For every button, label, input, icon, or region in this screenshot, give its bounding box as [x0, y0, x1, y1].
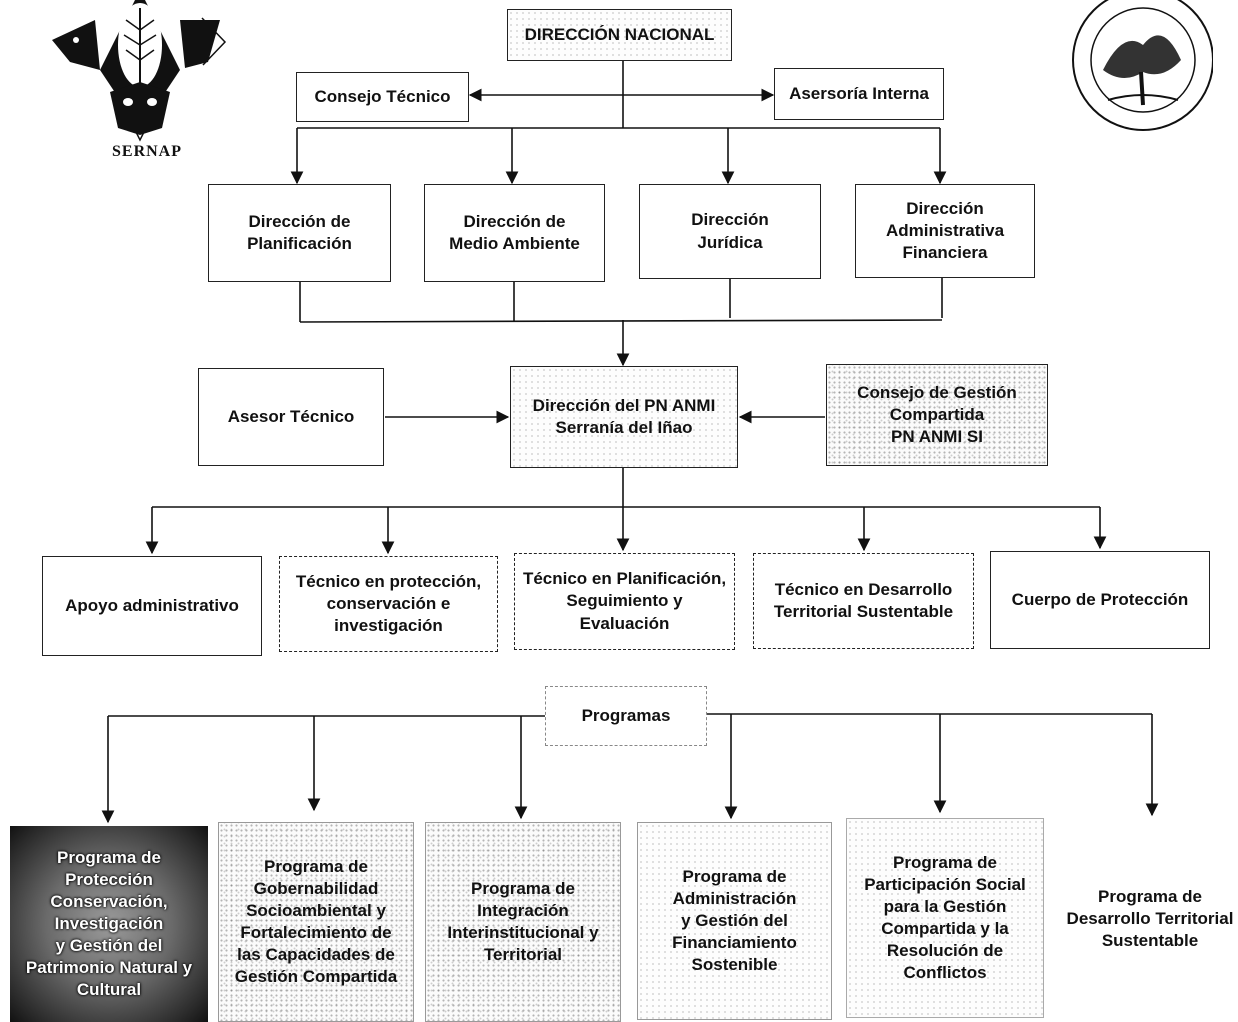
- tec-proteccion-box[interactable]: Técnico en protección, conservación e in…: [279, 556, 498, 652]
- dir-administrativa-box[interactable]: Dirección Administrativa Financiera: [855, 184, 1035, 278]
- programas-header[interactable]: Programas: [545, 686, 707, 746]
- tec-desarrollo-box[interactable]: Técnico en Desarrollo Territorial Susten…: [753, 553, 974, 649]
- consejo-tecnico-box[interactable]: Consejo Técnico: [296, 72, 469, 122]
- prog-desarrollo-box[interactable]: Programa de Desarrollo Territorial Suste…: [1062, 820, 1238, 1018]
- asesor-tecnico-label: Asesor Técnico: [227, 406, 355, 426]
- prog-administracion-label: Programa de Administración y Gestión del…: [672, 866, 797, 975]
- consejo-gestion-box[interactable]: Consejo de Gestión Compartida PN ANMI SI: [826, 364, 1048, 466]
- sernap-logo: SERNAP: [40, 0, 240, 160]
- merge-bus: [299, 319, 943, 323]
- sernap-caption: SERNAP: [112, 143, 183, 160]
- direccion-nacional-label: DIRECCIÓN NACIONAL: [524, 24, 715, 44]
- prog-desarrollo-label: Programa de Desarrollo Territorial Suste…: [1066, 886, 1234, 951]
- dir-juridica-box[interactable]: Dirección Jurídica: [639, 184, 821, 279]
- cuerpo-proteccion-box[interactable]: Cuerpo de Protección: [990, 551, 1210, 649]
- apoyo-administrativo-box[interactable]: Apoyo administrativo: [42, 556, 262, 656]
- dir-medio-ambiente-label: Dirección de Medio Ambiente: [449, 211, 580, 253]
- cuerpo-proteccion-label: Cuerpo de Protección: [1011, 589, 1189, 609]
- tec-proteccion-label: Técnico en protección, conservación e in…: [295, 571, 482, 636]
- prog-proteccion-box[interactable]: Programa de Protección Conservación, Inv…: [10, 826, 208, 1022]
- asesoria-interna-box[interactable]: Asersoría Interna: [774, 68, 944, 120]
- direccion-pn-box[interactable]: Dirección del PN ANMI Serranía del Iñao: [510, 366, 738, 468]
- prog-gobernabilidad-box[interactable]: Programa de Gobernabilidad Socioambienta…: [218, 822, 414, 1022]
- prog-proteccion-label: Programa de Protección Conservación, Inv…: [25, 847, 193, 1000]
- prog-gobernabilidad-label: Programa de Gobernabilidad Socioambienta…: [234, 856, 398, 987]
- prog-participacion-box[interactable]: Programa de Participación Social para la…: [846, 818, 1044, 1018]
- park-emblem-logo: [1063, 0, 1214, 150]
- direccion-nacional-box[interactable]: DIRECCIÓN NACIONAL: [507, 9, 732, 61]
- tec-planificacion-box[interactable]: Técnico en Planificación, Seguimiento y …: [514, 553, 735, 650]
- dir-administrativa-label: Dirección Administrativa Financiera: [885, 198, 1005, 263]
- dir-planificacion-box[interactable]: Dirección de Planificación: [208, 184, 391, 282]
- dir-medio-ambiente-box[interactable]: Dirección de Medio Ambiente: [424, 184, 605, 282]
- prog-participacion-label: Programa de Participación Social para la…: [864, 852, 1026, 983]
- direccion-pn-label: Dirección del PN ANMI Serranía del Iñao: [532, 395, 716, 437]
- apoyo-administrativo-label: Apoyo administrativo: [65, 595, 239, 615]
- prog-administracion-box[interactable]: Programa de Administración y Gestión del…: [637, 822, 832, 1020]
- dir-juridica-label: Dirección Jurídica: [691, 210, 769, 252]
- consejo-tecnico-label: Consejo Técnico: [314, 86, 451, 106]
- consejo-gestion-label: Consejo de Gestión Compartida PN ANMI SI: [857, 382, 1017, 447]
- tec-desarrollo-label: Técnico en Desarrollo Territorial Susten…: [773, 579, 954, 621]
- dir-planificacion-label: Dirección de Planificación: [247, 211, 352, 253]
- asesor-tecnico-box[interactable]: Asesor Técnico: [198, 368, 384, 466]
- programas-label: Programas: [581, 705, 671, 725]
- prog-integracion-box[interactable]: Programa de Integración Interinstitucion…: [425, 822, 621, 1022]
- prog-integracion-label: Programa de Integración Interinstitucion…: [447, 878, 599, 965]
- asesoria-interna-label: Asersoría Interna: [789, 83, 929, 103]
- tec-planificacion-label: Técnico en Planificación, Seguimiento y …: [522, 569, 727, 633]
